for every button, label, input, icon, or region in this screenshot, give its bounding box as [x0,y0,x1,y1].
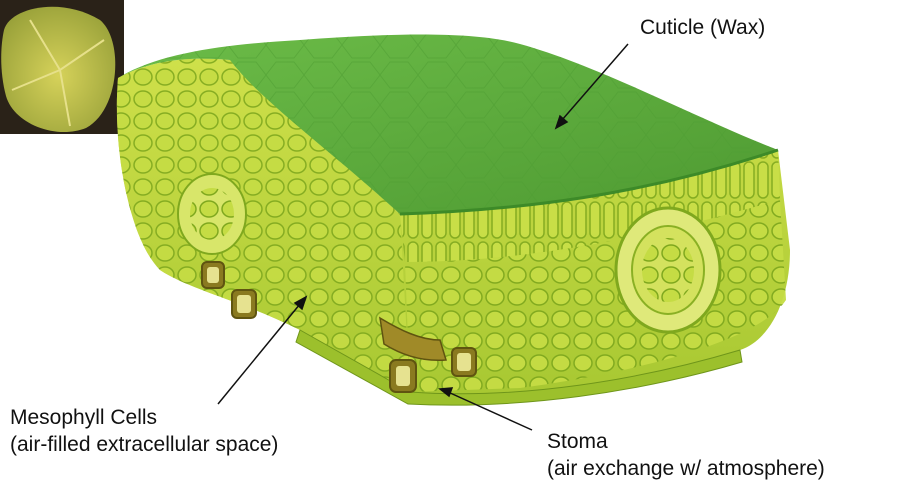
cuticle-label: Cuticle (Wax) [640,14,765,41]
cuticle-label-text: Cuticle (Wax) [640,14,765,41]
leaf-photo [0,0,124,134]
stoma-label-line2: (air exchange w/ atmosphere) [547,455,825,482]
vascular-bundle-left [178,174,246,254]
stoma-label: Stoma (air exchange w/ atmosphere) [547,428,825,482]
stoma-label-line1: Stoma [547,428,825,455]
mesophyll-pointer [218,304,300,404]
mesophyll-label-line2: (air-filled extracellular space) [10,431,278,458]
vascular-bundle-right [616,208,720,332]
mesophyll-label-line1: Mesophyll Cells [10,404,278,431]
mesophyll-label: Mesophyll Cells (air-filled extracellula… [10,404,278,458]
